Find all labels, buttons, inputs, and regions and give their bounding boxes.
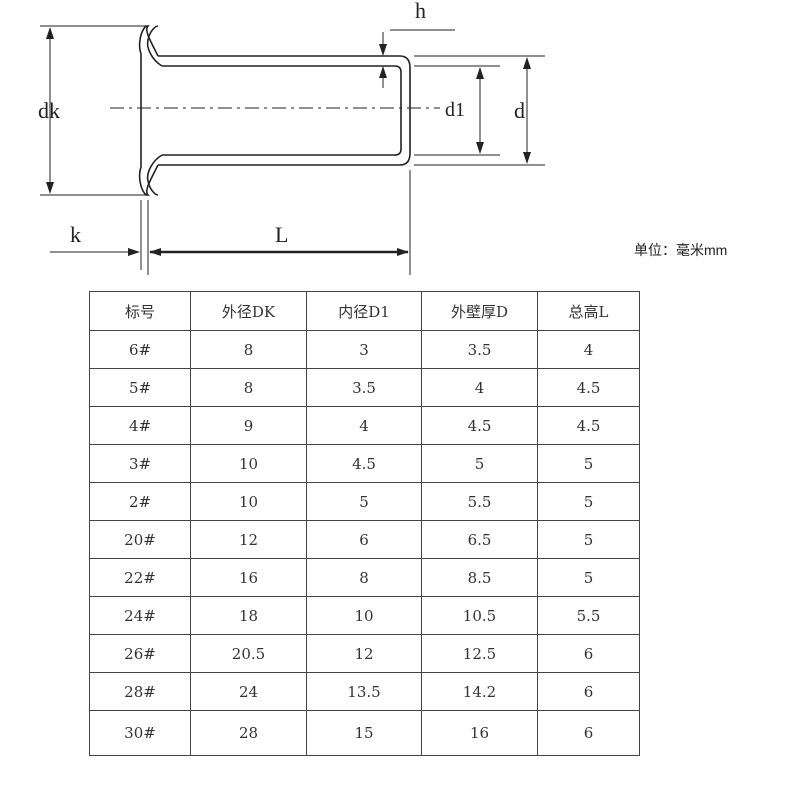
table-row: 30# 28 15 16 6 xyxy=(89,710,640,756)
table-cell: 9 xyxy=(190,406,307,445)
table-cell: 8.5 xyxy=(421,558,538,597)
table-cell: 5# xyxy=(89,368,191,407)
table-row: 24# 18 10 10.5 5.5 xyxy=(89,596,640,635)
table-cell: 26# xyxy=(89,634,191,673)
table-cell: 5 xyxy=(537,482,640,521)
table-cell: 8 xyxy=(190,368,307,407)
table-cell: 3.5 xyxy=(421,330,538,369)
table-cell: 15 xyxy=(306,710,422,756)
table-cell: 24# xyxy=(89,596,191,635)
table-cell: 10 xyxy=(190,482,307,521)
rivet-diagram: dk d d1 h k L xyxy=(38,0,545,275)
table-cell: 10 xyxy=(306,596,422,635)
table-cell: 24 xyxy=(190,672,307,711)
table-cell: 20.5 xyxy=(190,634,307,673)
table-cell: 18 xyxy=(190,596,307,635)
table-cell: 3# xyxy=(89,444,191,483)
table-row: 2# 10 5 5.5 5 xyxy=(89,482,640,521)
table-cell: 5 xyxy=(306,482,422,521)
table-row: 22# 16 8 8.5 5 xyxy=(89,558,640,597)
header-cell: 标号 xyxy=(89,291,191,331)
table-cell: 4.5 xyxy=(306,444,422,483)
table-row: 28# 24 13.5 14.2 6 xyxy=(89,672,640,711)
table-cell: 5.5 xyxy=(537,596,640,635)
table-cell: 10 xyxy=(190,444,307,483)
table-cell: 3.5 xyxy=(306,368,422,407)
table-cell: 6 xyxy=(537,672,640,711)
table-cell: 12.5 xyxy=(421,634,538,673)
d-dimension xyxy=(414,55,545,166)
table-header-row: 标号 外径DK 内径D1 外壁厚D 总高L xyxy=(89,291,640,331)
dk-dimension xyxy=(40,25,148,196)
table-cell: 2# xyxy=(89,482,191,521)
table-cell: 30# xyxy=(89,710,191,756)
table-cell: 28 xyxy=(190,710,307,756)
table-cell: 6# xyxy=(89,330,191,369)
table-cell: 12 xyxy=(306,634,422,673)
spec-table: 标号 外径DK 内径D1 外壁厚D 总高L 6# 8 3 3.5 4 5# 8 … xyxy=(89,291,640,756)
k-dimension xyxy=(50,200,142,270)
table-cell: 5.5 xyxy=(421,482,538,521)
header-cell: 外径DK xyxy=(190,291,307,331)
h-label: h xyxy=(415,0,426,23)
table-cell: 3 xyxy=(306,330,422,369)
table-cell: 4.5 xyxy=(537,368,640,407)
table-cell: 5 xyxy=(537,558,640,597)
table-cell: 6 xyxy=(537,710,640,756)
table-cell: 6 xyxy=(306,520,422,559)
table-row: 4# 9 4 4.5 4.5 xyxy=(89,406,640,445)
d-label: d xyxy=(514,98,525,123)
table-cell: 14.2 xyxy=(421,672,538,711)
table-cell: 5 xyxy=(421,444,538,483)
table-cell: 4.5 xyxy=(537,406,640,445)
table-cell: 6 xyxy=(537,634,640,673)
d1-dimension xyxy=(414,65,500,156)
table-cell: 6.5 xyxy=(421,520,538,559)
L-label: L xyxy=(275,222,288,247)
table-cell: 12 xyxy=(190,520,307,559)
table-cell: 20# xyxy=(89,520,191,559)
table-cell: 4 xyxy=(306,406,422,445)
table-cell: 10.5 xyxy=(421,596,538,635)
unit-note: 单位：毫米mm xyxy=(634,242,728,258)
rivet-outline xyxy=(138,25,411,196)
table-row: 20# 12 6 6.5 5 xyxy=(89,520,640,559)
L-dimension xyxy=(147,170,411,275)
table-cell: 28# xyxy=(89,672,191,711)
table-cell: 4 xyxy=(421,368,538,407)
k-label: k xyxy=(70,222,81,247)
table-cell: 13.5 xyxy=(306,672,422,711)
table-cell: 16 xyxy=(190,558,307,597)
table-cell: 16 xyxy=(421,710,538,756)
table-cell: 5 xyxy=(537,520,640,559)
dk-label: dk xyxy=(38,98,60,123)
h-dimension xyxy=(379,29,455,88)
d1-label: d1 xyxy=(445,99,465,121)
table-row: 6# 8 3 3.5 4 xyxy=(89,330,640,369)
table-row: 3# 10 4.5 5 5 xyxy=(89,444,640,483)
table-cell: 4# xyxy=(89,406,191,445)
table-cell: 22# xyxy=(89,558,191,597)
header-cell: 总高L xyxy=(537,291,640,331)
table-cell: 4.5 xyxy=(421,406,538,445)
table-cell: 8 xyxy=(190,330,307,369)
header-cell: 内径D1 xyxy=(306,291,422,331)
table-cell: 4 xyxy=(537,330,640,369)
table-row: 5# 8 3.5 4 4.5 xyxy=(89,368,640,407)
table-cell: 5 xyxy=(537,444,640,483)
table-row: 26# 20.5 12 12.5 6 xyxy=(89,634,640,673)
header-cell: 外壁厚D xyxy=(421,291,538,331)
table-cell: 8 xyxy=(306,558,422,597)
